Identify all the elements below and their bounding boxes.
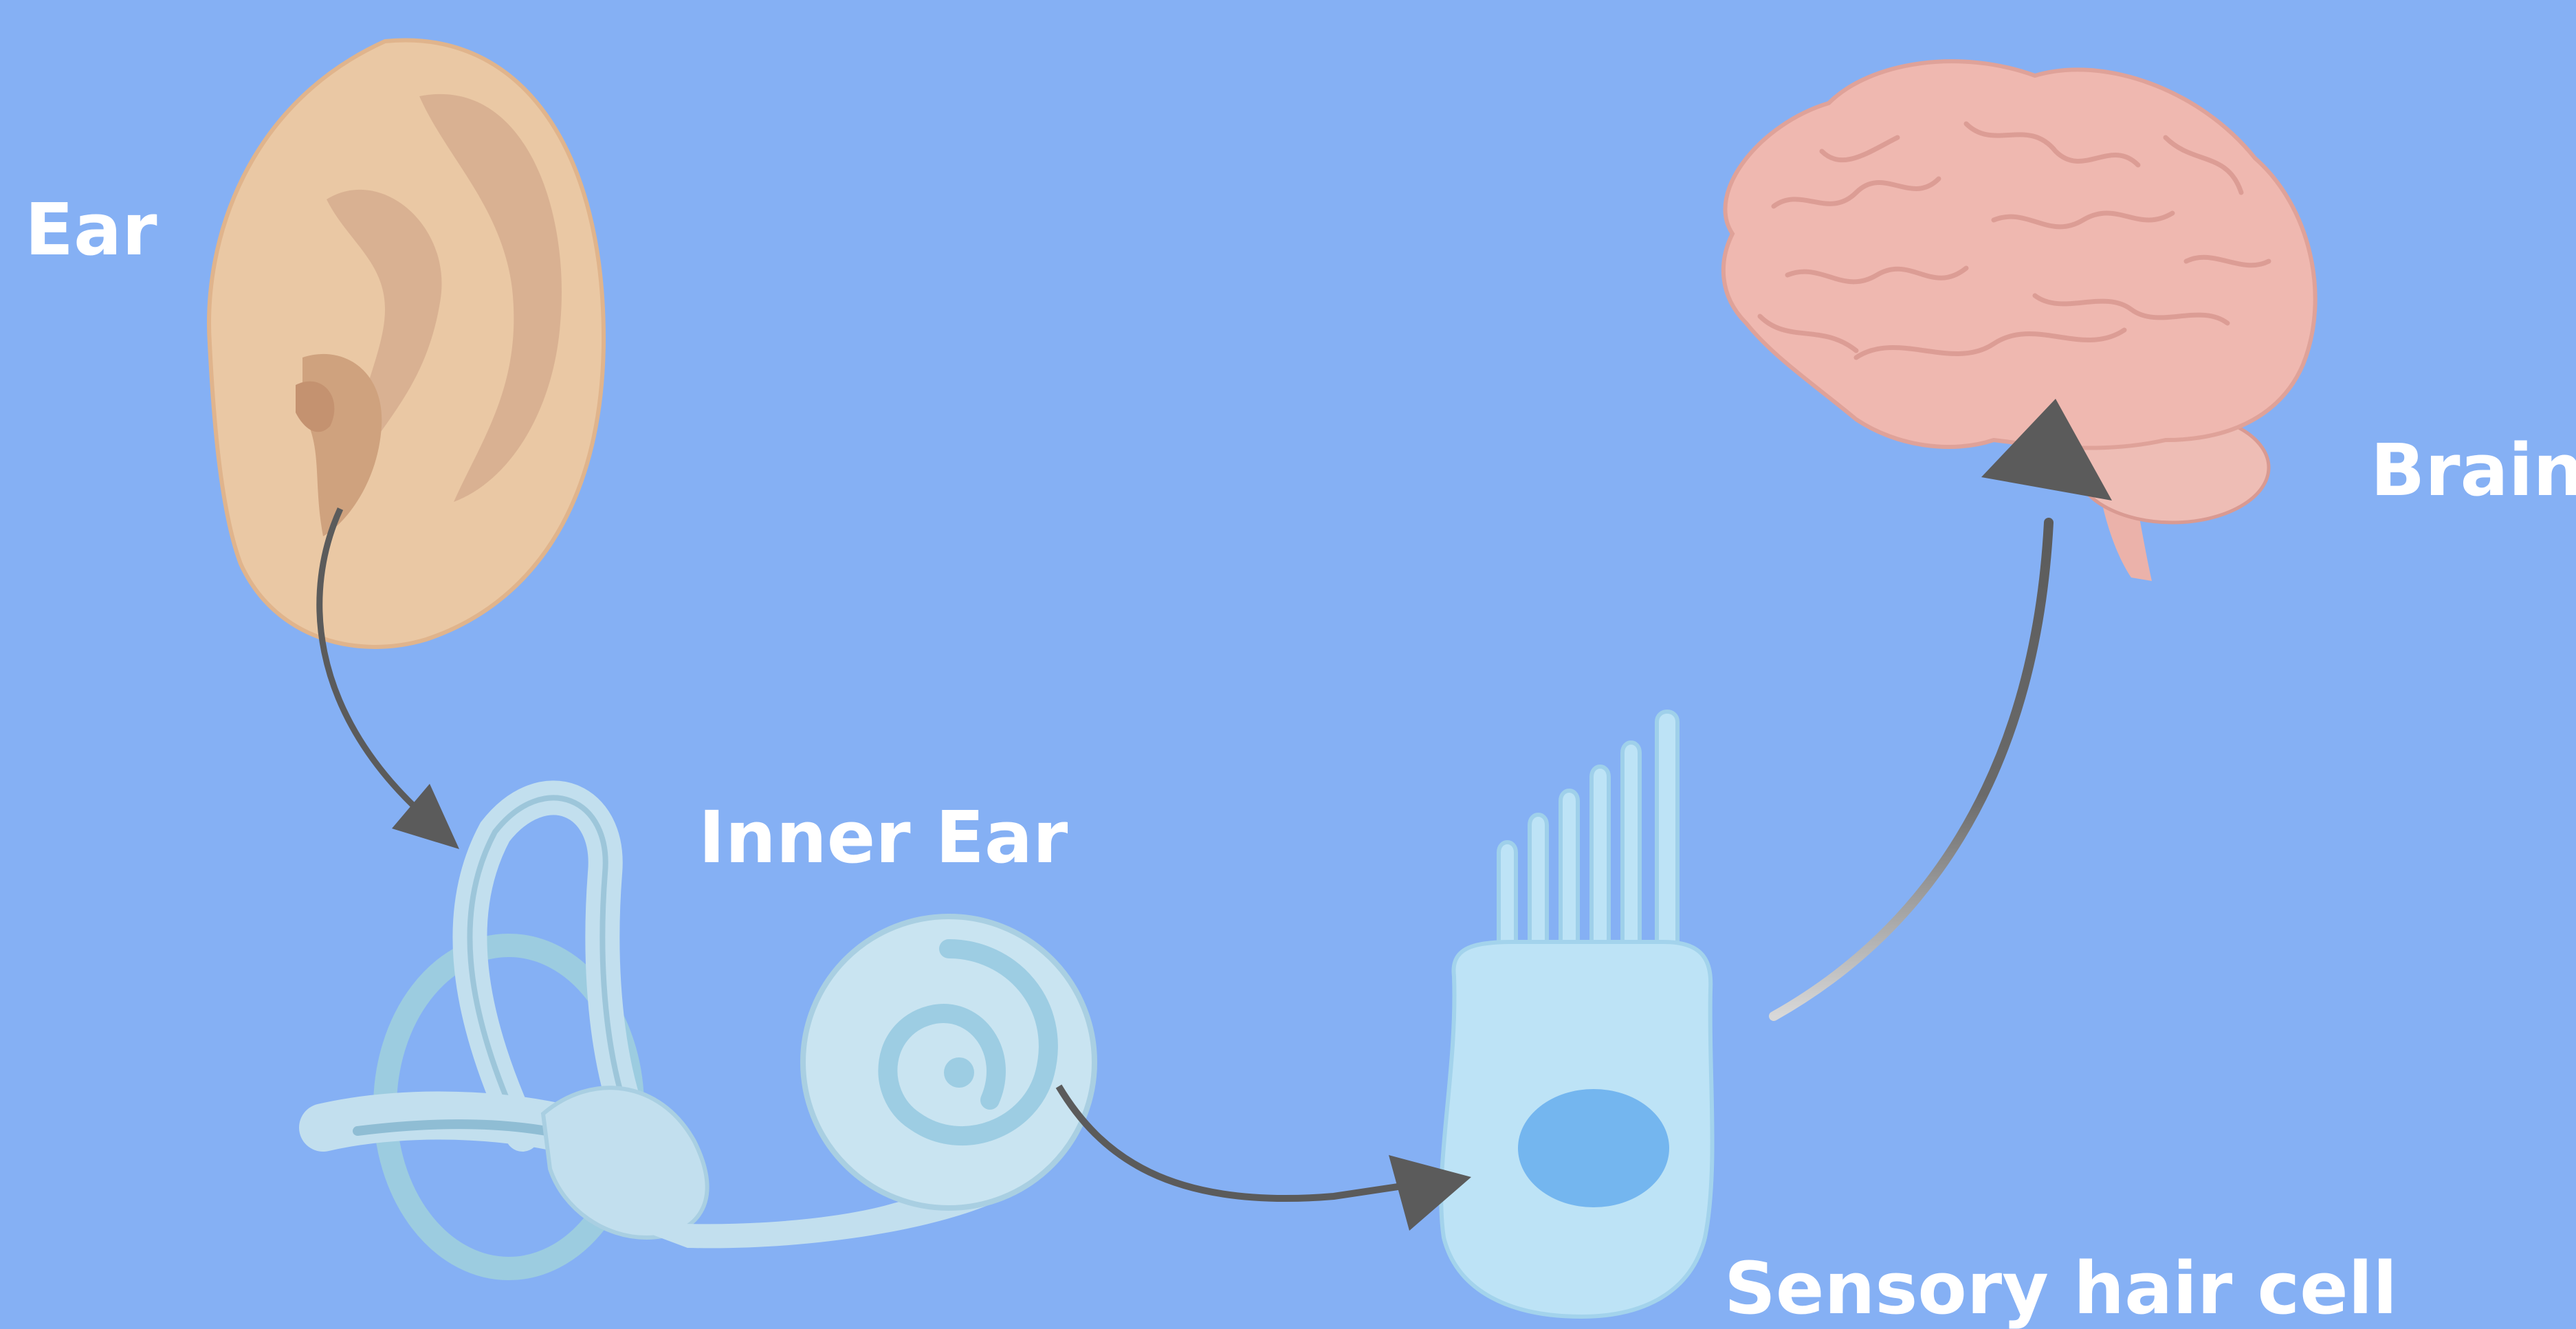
hair-cell-label: Sensory hair cell	[1724, 1253, 2397, 1324]
inner-ear-label: Inner Ear	[698, 802, 1068, 873]
brain-label: Brain	[2370, 435, 2576, 506]
ear-label: Ear	[25, 194, 157, 265]
